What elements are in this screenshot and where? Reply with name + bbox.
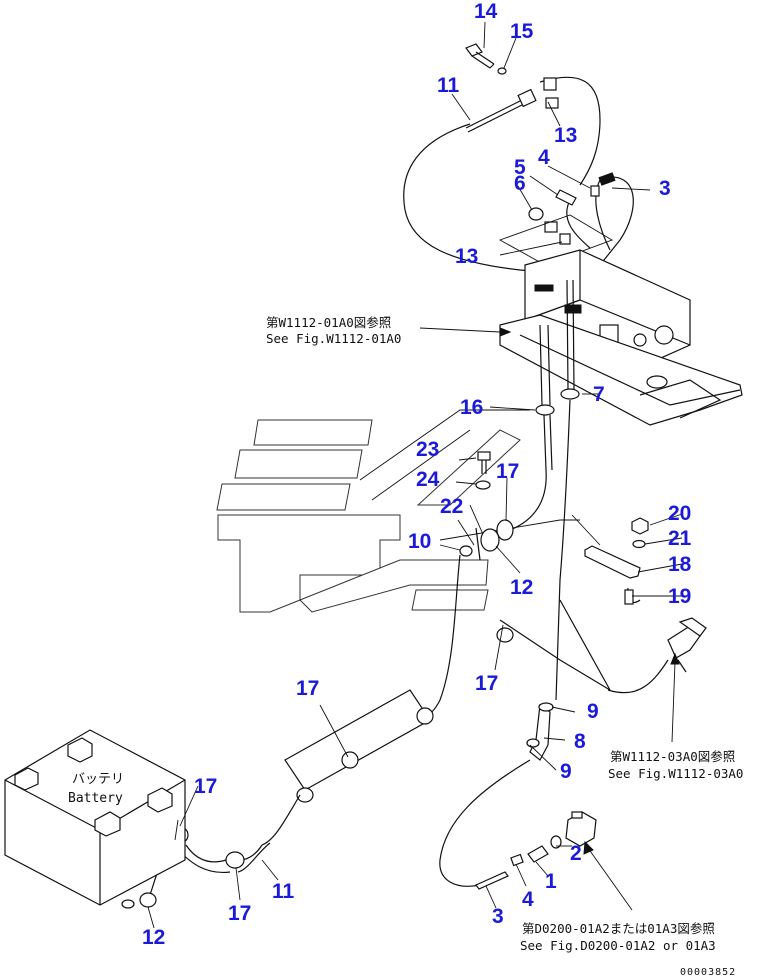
reference-label-w1112-01a0: 第W1112-01A0図参照 See Fig.W1112-01A0 (266, 315, 401, 346)
cap-part-6-upper (528, 207, 544, 221)
reference-arrow-w1112-03a0 (670, 652, 680, 743)
callout-17: 17 (228, 902, 251, 925)
callout-9: 9 (560, 760, 572, 783)
callout-6: 6 (514, 172, 526, 195)
cap-part-2 (550, 835, 562, 849)
reference-arrow-w1112-01a0 (419, 327, 512, 337)
reference-text-jp: 第W1112-03A0図参照 (610, 749, 735, 764)
callout-17: 17 (496, 460, 519, 483)
reference-text-en: See Fig.W1112-01A0 (266, 331, 401, 346)
callout-13: 13 (455, 245, 478, 268)
switch-connector-part (565, 811, 597, 847)
callout-7: 7 (593, 383, 605, 406)
reference-text-en: See Fig.D0200-01A2 or 01A3 (520, 938, 716, 953)
terminal-part-4-upper (590, 185, 600, 197)
callout-8: 8 (574, 730, 586, 753)
washer-part-21 (632, 539, 646, 549)
bracket-part-18 (571, 514, 641, 579)
clamp-bracket-assembly (439, 504, 580, 561)
vertical-harness (509, 279, 575, 701)
reference-text-jp: 第W1112-01A0図参照 (266, 315, 391, 330)
washer-part-15 (497, 67, 507, 75)
drawing-code: 00003852 (680, 967, 736, 978)
sleeve-part-1 (527, 845, 549, 863)
callout-numbers: 14 15 11 13 5 4 6 3 13 16 7 23 24 17 22 … (142, 0, 692, 949)
grommet-part-16 (535, 404, 555, 416)
reference-arrow-d0200 (583, 840, 633, 911)
callout-2: 2 (570, 842, 582, 865)
cable-part-3-lower (475, 871, 509, 890)
battery (4, 729, 186, 906)
callout-1: 1 (545, 870, 557, 893)
callout-16: 16 (460, 396, 483, 419)
grommet-part-7 (560, 388, 580, 400)
callout-23: 23 (416, 438, 439, 461)
callout-9: 9 (587, 700, 599, 723)
sleeve-part-5-upper (555, 189, 577, 206)
nut-part-20 (631, 517, 649, 535)
terminal-part-4-lower (510, 853, 524, 867)
callout-17: 17 (296, 677, 319, 700)
bolt-part-14 (465, 43, 495, 69)
callout-3: 3 (659, 177, 671, 200)
reference-text-en: See Fig.W1112-03A0 (608, 766, 743, 781)
callout-12: 12 (142, 926, 165, 949)
callout-20: 20 (668, 502, 691, 525)
battery-label-jp: バッテリ (72, 772, 124, 787)
wire-harness-11-upper (403, 76, 601, 273)
callout-19: 19 (668, 585, 691, 608)
callout-11: 11 (272, 880, 295, 903)
battery-label: バッテリ Battery (68, 772, 124, 806)
reference-label-d0200: 第D0200-01A2または01A3図参照 See Fig.D0200-01A2… (520, 921, 716, 953)
callout-17: 17 (475, 672, 498, 695)
control-box-assembly (499, 249, 743, 426)
callout-13: 13 (554, 124, 577, 147)
callout-17: 17 (194, 775, 217, 798)
reference-label-w1112-03a0: 第W1112-03A0図参照 See Fig.W1112-03A0 (608, 749, 743, 781)
callout-18: 18 (668, 553, 692, 576)
callout-12: 12 (510, 576, 533, 599)
bolt-part-23 (477, 451, 491, 474)
callout-11: 11 (437, 74, 460, 97)
sensor-harness-right (499, 599, 707, 694)
callout-21: 21 (668, 527, 692, 550)
callout-24: 24 (416, 468, 440, 491)
callout-15: 15 (510, 20, 534, 43)
callout-10: 10 (408, 530, 431, 553)
callout-5: 5 (514, 156, 526, 179)
callout-4: 4 (538, 146, 550, 169)
reference-text-jp: 第D0200-01A2または01A3図参照 (522, 921, 715, 936)
callout-3: 3 (492, 905, 504, 928)
connector-part-13-lower (498, 214, 614, 266)
background-logo-outline (216, 409, 530, 613)
battery-label-en: Battery (68, 791, 123, 806)
washer-part-24 (475, 480, 491, 490)
leader-lines (147, 21, 683, 929)
bolt-part-19 (624, 587, 641, 605)
callout-22: 22 (440, 495, 463, 518)
callout-14: 14 (474, 0, 498, 23)
callout-4: 4 (522, 888, 534, 911)
